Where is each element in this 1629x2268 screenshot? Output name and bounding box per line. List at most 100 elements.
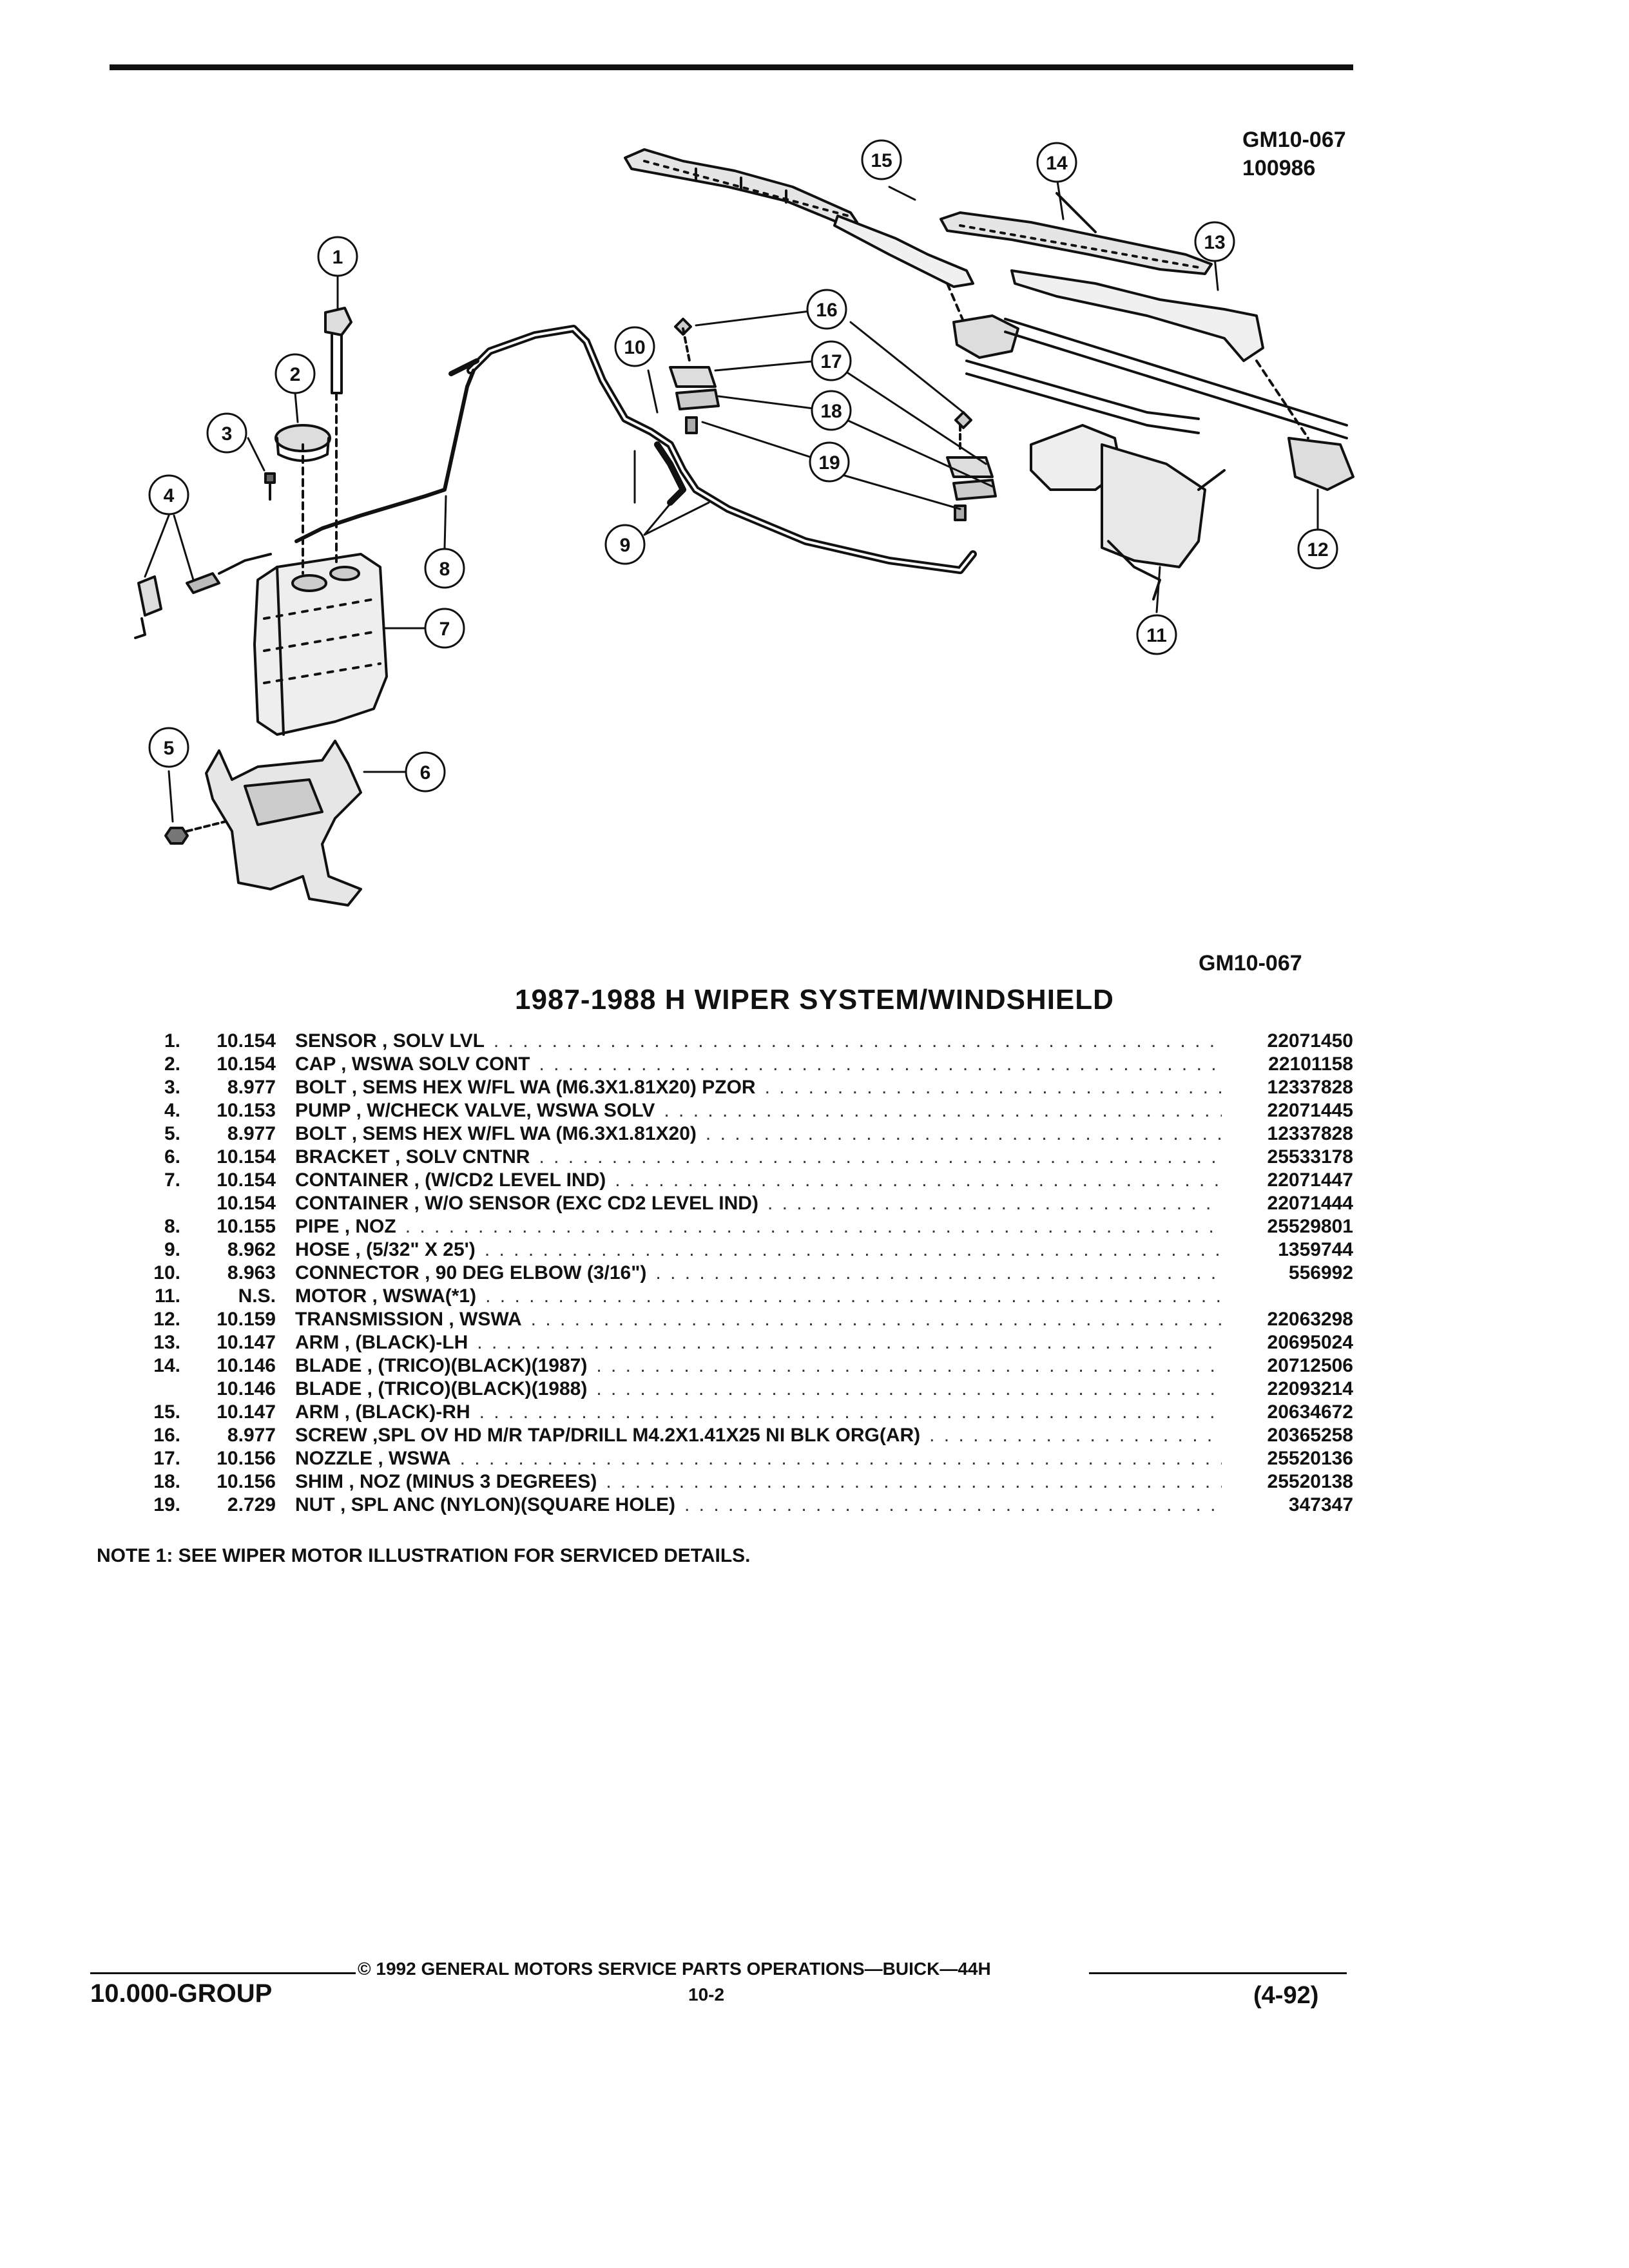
dot-leader — [405, 1215, 1222, 1238]
dot-leader — [706, 1122, 1222, 1146]
group-number: 10.153 — [217, 1100, 276, 1121]
bolt-icon — [264, 472, 276, 501]
group-number: 8.962 — [227, 1239, 276, 1260]
wiper-blade-icon — [940, 192, 1213, 275]
washer-container-icon — [253, 392, 388, 736]
part-description: TRANSMISSION , WSWA — [295, 1309, 522, 1330]
group-number: 10.154 — [217, 1169, 276, 1191]
callout-3: 3 — [206, 412, 247, 454]
part-number: 22063298 — [1267, 1309, 1353, 1330]
group-number: 10.154 — [217, 1193, 276, 1214]
dot-leader — [494, 1030, 1222, 1053]
part-number: 25529801 — [1267, 1216, 1353, 1237]
callout-4: 4 — [148, 474, 189, 515]
footnote: NOTE 1: SEE WIPER MOTOR ILLUSTRATION FOR… — [97, 1545, 751, 1566]
item-number: 8. — [164, 1216, 180, 1237]
dot-leader — [929, 1424, 1222, 1447]
item-number: 16. — [153, 1425, 180, 1446]
callout-label: 18 — [820, 401, 842, 422]
callout-13: 13 — [1194, 221, 1235, 262]
group-number: 10.147 — [217, 1401, 276, 1423]
part-description: HOSE , (5/32" X 25') — [295, 1239, 476, 1260]
callout-16: 16 — [806, 289, 847, 330]
dot-leader — [460, 1447, 1222, 1470]
item-number: 9. — [164, 1239, 180, 1260]
parts-row: 9. 8.962 HOSE , (5/32" X 25') 1359744 — [129, 1238, 1353, 1262]
callout-label: 16 — [816, 300, 837, 321]
callout-1: 1 — [317, 236, 358, 277]
group-number: 8.977 — [227, 1077, 276, 1098]
group-number: 10.146 — [217, 1355, 276, 1376]
item-number: 2. — [164, 1053, 180, 1075]
part-number: 12337828 — [1267, 1077, 1353, 1098]
footer-rule-left — [90, 1972, 356, 1974]
item-number: 6. — [164, 1146, 180, 1168]
callout-11: 11 — [1136, 614, 1177, 655]
part-number: 22071444 — [1267, 1193, 1353, 1214]
dot-leader — [479, 1401, 1222, 1424]
part-description: BLADE , (TRICO)(BLACK)(1988) — [295, 1378, 588, 1399]
dot-leader — [485, 1285, 1222, 1308]
callout-label: 10 — [624, 337, 645, 358]
nozzle-hardware-icon — [669, 318, 997, 521]
part-description: BLADE , (TRICO)(BLACK)(1987) — [295, 1355, 588, 1376]
callout-label: 8 — [439, 559, 450, 580]
footer-rule-right — [1089, 1972, 1347, 1974]
part-number: 12337828 — [1267, 1123, 1353, 1144]
callout-label: 13 — [1204, 232, 1225, 253]
dot-leader — [664, 1099, 1222, 1122]
part-description: PUMP , W/CHECK VALVE, WSWA SOLV — [295, 1100, 655, 1121]
dot-leader — [539, 1146, 1222, 1169]
dot-leader — [485, 1238, 1222, 1262]
callout-label: 17 — [820, 351, 842, 372]
item-number: 1. — [164, 1030, 180, 1052]
wiper-motor-icon — [1030, 424, 1226, 601]
callout-label: 19 — [818, 452, 840, 474]
part-number: 1359744 — [1278, 1239, 1353, 1260]
item-number: 5. — [164, 1123, 180, 1144]
item-number: 4. — [164, 1100, 180, 1121]
callout-label: 15 — [871, 150, 892, 171]
callout-18: 18 — [811, 390, 852, 431]
part-description: NOZZLE , WSWA — [295, 1448, 451, 1469]
dot-leader — [531, 1308, 1222, 1331]
callout-label: 6 — [420, 762, 431, 783]
callout-9: 9 — [604, 524, 646, 565]
callout-15: 15 — [861, 139, 902, 180]
dot-leader — [655, 1262, 1222, 1285]
part-description: CAP , WSWA SOLV CONT — [295, 1053, 530, 1075]
group-number: 10.146 — [217, 1378, 276, 1399]
part-number: 25520138 — [1267, 1471, 1353, 1492]
callout-label: 7 — [439, 619, 450, 640]
group-number: 8.963 — [227, 1262, 276, 1283]
wiper-arm-icon — [1010, 269, 1264, 362]
part-description: ARM , (BLACK)-RH — [295, 1401, 470, 1423]
callout-12: 12 — [1297, 528, 1338, 570]
group-number: 8.977 — [227, 1123, 276, 1144]
wiper-blade-icon — [624, 148, 858, 224]
group-number: N.S. — [238, 1285, 276, 1307]
part-number: 22093214 — [1267, 1378, 1353, 1399]
callout-label: 2 — [290, 364, 301, 385]
group-number: 10.159 — [217, 1309, 276, 1330]
dot-leader — [615, 1169, 1222, 1192]
part-number: 20634672 — [1267, 1401, 1353, 1423]
figure-header: GM10-067 100986 — [1242, 126, 1346, 182]
callout-6: 6 — [405, 751, 446, 793]
part-number: 22071447 — [1267, 1169, 1353, 1191]
part-description: BRACKET , SOLV CNTNR — [295, 1146, 530, 1168]
part-description: MOTOR , WSWA(*1) — [295, 1285, 477, 1307]
dot-leader — [606, 1470, 1222, 1494]
part-number: 556992 — [1288, 1262, 1353, 1283]
nozzle-pipe-icon — [294, 358, 479, 543]
